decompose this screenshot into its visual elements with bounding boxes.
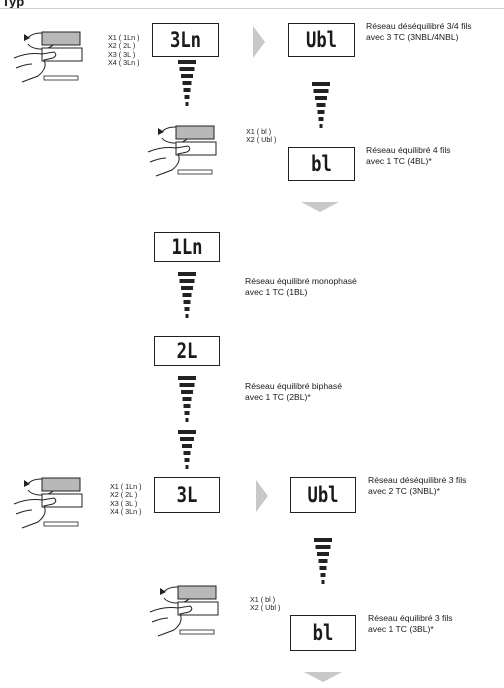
hand-press-icon — [149, 585, 219, 637]
chevron-down-icon — [301, 202, 339, 212]
progress-stack-icon — [178, 272, 196, 318]
option-bl: X1 ( bl ) — [246, 127, 272, 136]
lcd-display-ubl: Ubl — [288, 23, 355, 57]
sub-options-list: X1 ( bl ) X2 ( Ubl ) — [246, 127, 277, 145]
lcd-value: 1Ln — [171, 235, 203, 259]
lcd-value: Ubl — [307, 483, 339, 507]
progress-stack-icon — [312, 82, 330, 128]
options-list: X1 ( 1Ln ) X2 ( 2L ) X3 ( 3L ) X4 ( 3Ln … — [110, 482, 142, 516]
option-bl: X1 ( bl ) — [250, 595, 276, 604]
section-heading: Typ — [2, 0, 25, 9]
lcd-value: 3L — [176, 483, 198, 507]
lcd-display-3l: 3L — [154, 477, 220, 513]
lcd-display-3ln: 3Ln — [152, 23, 219, 57]
chevron-down-icon — [304, 672, 342, 682]
hand-press-icon — [13, 477, 83, 529]
progress-stack-icon — [178, 60, 196, 106]
hand-press-icon — [147, 125, 217, 177]
label-bl: Réseau équilibré 3 fils avec 1 TC (3BL)* — [368, 613, 453, 634]
options-list: X1 ( 1Ln ) X2 ( 2L ) X3 ( 3L ) X4 ( 3Ln … — [108, 33, 140, 67]
lcd-display-2l: 2L — [154, 336, 220, 366]
lcd-display-bl: bl — [288, 147, 355, 181]
label-ubl: Réseau déséquilibré 3/4 fils avec 3 TC (… — [366, 21, 472, 42]
progress-stack-icon — [178, 430, 196, 469]
label-2l: Réseau équilibré biphasé avec 1 TC (2BL)… — [245, 381, 342, 402]
lcd-value: 2L — [176, 339, 198, 363]
label-1ln: Réseau équilibré monophasé avec 1 TC (1B… — [245, 276, 357, 297]
lcd-display-bl: bl — [290, 615, 356, 651]
progress-stack-icon — [178, 376, 196, 422]
option-x1: X1 ( 1Ln ) — [110, 482, 142, 491]
chevron-right-icon — [253, 26, 265, 58]
option-x4: X4 ( 3Ln ) — [110, 506, 142, 516]
lcd-display-ubl: Ubl — [290, 477, 356, 513]
option-ubl: X2 ( Ubl ) — [246, 135, 277, 145]
lcd-value: bl — [311, 152, 332, 176]
lcd-value: Ubl — [305, 28, 338, 52]
lcd-value: 3Ln — [169, 28, 202, 52]
option-x4: X4 ( 3Ln ) — [108, 57, 140, 67]
option-x3: X3 ( 3L ) — [108, 49, 136, 59]
label-ubl: Réseau déséquilibré 3 fils avec 2 TC (3N… — [368, 475, 467, 496]
lcd-display-1ln: 1Ln — [154, 232, 220, 262]
hand-press-icon — [13, 31, 83, 83]
option-ubl: X2 ( Ubl ) — [250, 603, 281, 613]
chevron-right-icon — [256, 480, 268, 512]
progress-stack-icon — [314, 538, 332, 584]
option-x2: X2 ( 2L ) — [110, 490, 138, 500]
top-divider — [0, 8, 504, 9]
lcd-value: bl — [312, 621, 334, 645]
label-bl: Réseau équilibré 4 fils avec 1 TC (4BL)* — [366, 145, 451, 166]
option-x2: X2 ( 2L ) — [108, 41, 136, 51]
option-x3: X3 ( 3L ) — [110, 498, 138, 508]
sub-options-list: X1 ( bl ) X2 ( Ubl ) — [250, 595, 281, 613]
option-x1: X1 ( 1Ln ) — [108, 33, 140, 42]
